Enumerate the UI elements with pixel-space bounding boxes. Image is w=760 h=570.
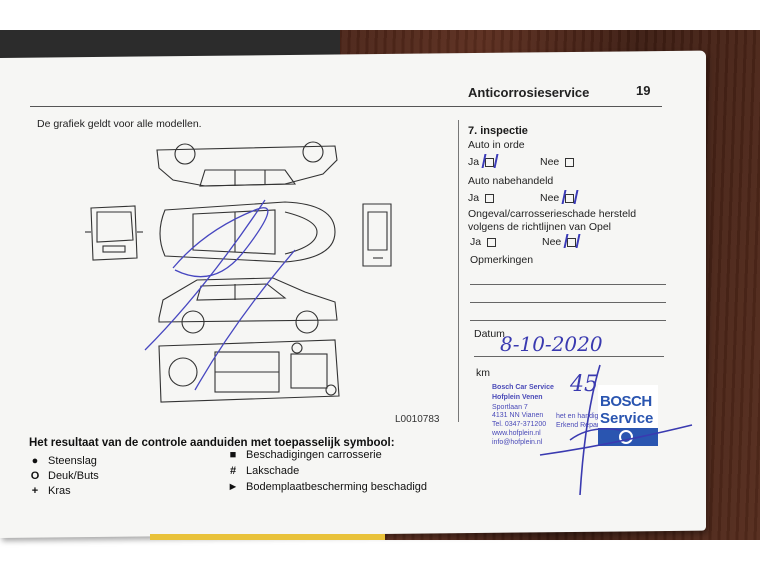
q2-ja-label: Ja [468,192,480,204]
q1-ja-option[interactable]: Ja [468,156,495,168]
legend-symbol: # [229,465,237,477]
legend-symbol: ► [227,481,239,493]
q1-nee-checkbox[interactable] [565,157,575,167]
q1-nee-option[interactable]: Nee [540,156,575,168]
page-number: 19 [636,83,651,98]
car-underbody-view [158,339,340,403]
stamp-line-2: Hofplein Venen [492,394,543,401]
legend-symbol: + [31,485,39,497]
stamp-line-1: Bosch Car Service [492,384,554,391]
legend-item-lakschade: # Lakschade [226,465,299,477]
q3-ja-checkbox[interactable] [487,237,497,247]
stamp-side-1: het en handig [556,413,599,420]
remarks-label: Opmerkingen [470,254,534,266]
bosch-service-text: Service [600,410,654,427]
date-handwritten: 8-10-2020 [500,332,603,356]
stamp-side-2: Erkend Reparateur [556,422,616,429]
legend-item-deuk: O Deuk/Buts [28,470,99,482]
legend-label: Lakschade [246,465,300,477]
q3-nee-option[interactable]: Nee [542,236,577,248]
inspection-title: 7. inspectie [468,125,528,137]
legend-item-kras: + Kras [28,485,71,497]
header-rule [30,106,662,107]
q1-ja-label: Ja [468,156,480,168]
stamp-line-6: www.hofplein.nl [492,430,541,437]
remarks-line-3[interactable] [470,320,666,321]
diagram-reference-code: L0010783 [395,414,440,425]
car-top-view [159,201,336,263]
bosch-brand-text: BOSCH [600,393,652,410]
question-auto-in-orde: Auto in orde [468,139,525,151]
legend-item-bodemplaat: ► Bodemplaatbescherming beschadigd [226,481,427,493]
q3-ja-option[interactable]: Ja [470,236,497,248]
q3-nee-checkbox[interactable] [567,237,577,247]
handwritten-scribble [144,199,296,391]
remarks-line-1[interactable] [470,284,666,285]
car-front-view [85,205,143,261]
legend-label: Kras [48,485,71,497]
page-header-title: Anticorrosieservice [468,85,590,100]
stamp-line-5: Tel. 0347-371200 [492,421,547,428]
legend-symbol: ■ [229,449,237,461]
q1-nee-label: Nee [540,156,560,168]
q2-nee-label: Nee [540,192,560,204]
km-label: km [476,367,490,379]
legend-symbol: O [30,470,40,482]
legend-label: Beschadigingen carrosserie [246,449,382,461]
diagram-intro-text: De grafiek geldt voor alle modellen. [37,118,202,130]
yellow-page-edge [150,534,385,540]
date-label: Datum [474,328,505,340]
q3-nee-label: Nee [542,236,562,248]
q1-ja-checkbox[interactable] [485,157,495,167]
stamp-line-3: Sportlaan 7 [492,404,528,411]
q3-ja-label: Ja [470,236,482,248]
question-auto-nabehandeld: Auto nabehandeld [468,175,554,187]
legend-item-carrosserie: ■ Beschadigingen carrosserie [226,449,382,461]
column-divider [458,120,459,422]
q2-ja-checkbox[interactable] [485,193,495,203]
q2-ja-option[interactable]: Ja [468,192,495,204]
question-schade-line2: volgens de richtlijnen van Opel [468,221,612,233]
handwritten-signature [539,364,693,496]
car-rear-view [362,203,392,267]
car-outline-diagram [85,141,392,403]
legend-symbol: ● [31,455,39,467]
legend-label: Bodemplaatbescherming beschadigd [246,481,428,493]
car-side-view-top [156,141,338,187]
q2-nee-option[interactable]: Nee [540,192,575,204]
dealer-stamp: Bosch Car Service Hofplein Venen Sportla… [488,380,668,450]
legend-label: Deuk/Buts [48,470,99,482]
question-schade-line1: Ongeval/carrosserieschade hersteld [468,208,637,220]
legend-title: Het resultaat van de controle aanduiden … [29,437,395,449]
stamp-line-7: info@hofplein.nl [492,439,543,446]
legend-label: Steenslag [48,455,97,467]
q2-nee-checkbox[interactable] [565,193,575,203]
bosch-armature-icon [619,430,633,444]
remarks-line-2[interactable] [470,302,666,303]
stamp-line-4: 4131 NN Vianen [492,412,544,419]
date-line[interactable] [474,356,664,357]
car-side-view [158,277,338,334]
legend-item-steenslag: ● Steenslag [28,455,97,467]
